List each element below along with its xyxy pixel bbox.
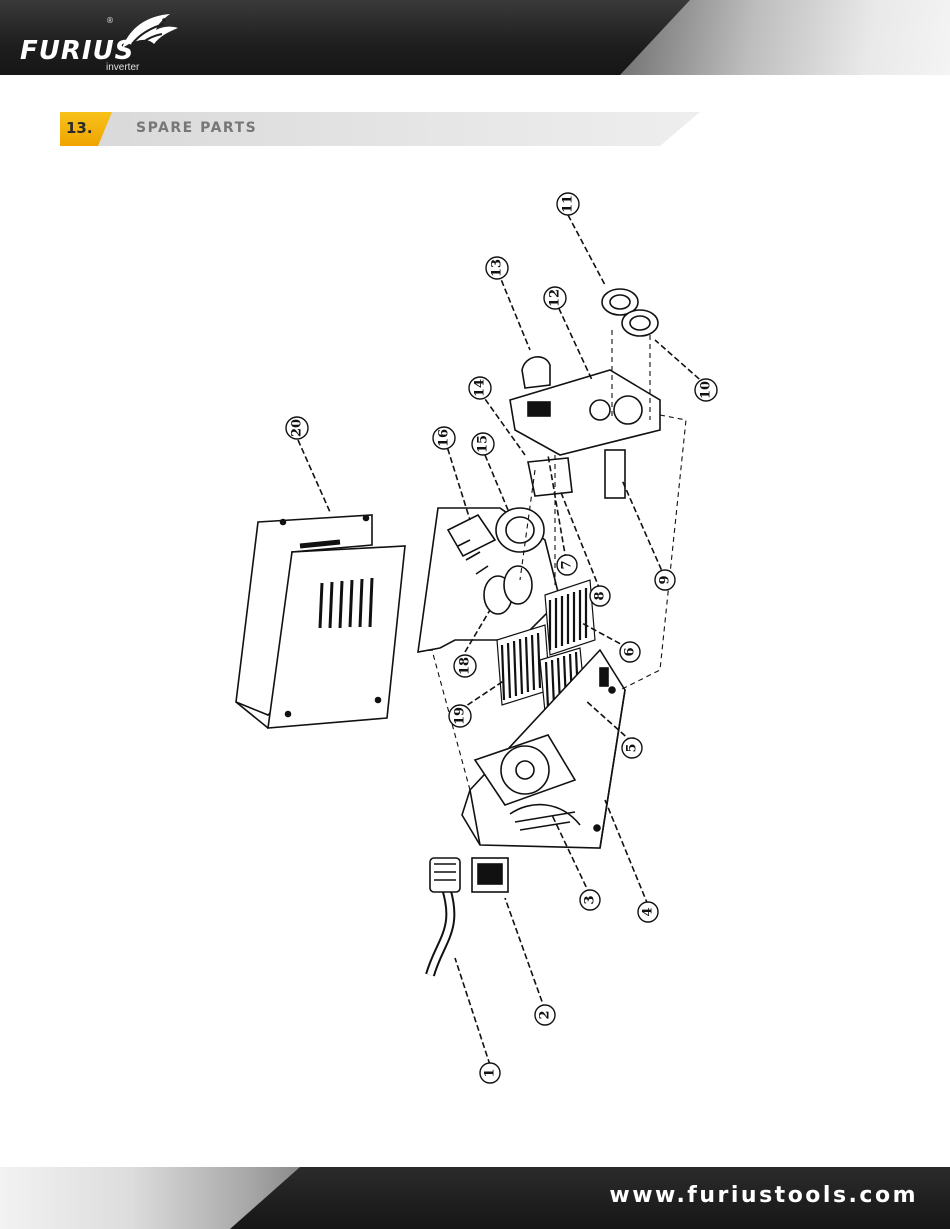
callout-12: 12	[544, 287, 566, 309]
cover-part	[236, 515, 405, 728]
callout-6: 6	[620, 642, 640, 662]
svg-text:4: 4	[641, 907, 656, 916]
callout-19: 19	[449, 705, 471, 727]
callout-16: 16	[433, 427, 455, 449]
callout-11: 11	[557, 193, 579, 215]
svg-text:9: 9	[658, 575, 673, 584]
footer-website: www.furiustools.com	[609, 1183, 918, 1208]
svg-text:15: 15	[476, 435, 491, 453]
callout-18: 18	[454, 655, 476, 677]
svg-text:1: 1	[483, 1068, 498, 1077]
callout-3: 3	[580, 890, 600, 910]
svg-text:7: 7	[560, 560, 575, 569]
callout-14: 14	[469, 377, 491, 399]
svg-text:10: 10	[699, 381, 714, 399]
svg-text:14: 14	[473, 379, 488, 397]
callout-10: 10	[695, 379, 717, 401]
callout-4: 4	[638, 902, 658, 922]
page-footer: www.furiustools.com	[0, 1167, 950, 1229]
svg-text:5: 5	[625, 743, 640, 752]
svg-text:18: 18	[458, 657, 473, 675]
svg-text:3: 3	[583, 895, 598, 904]
svg-text:11: 11	[561, 195, 576, 213]
cable-and-switch-parts	[430, 858, 508, 975]
callout-13: 13	[486, 257, 508, 279]
svg-text:12: 12	[548, 289, 563, 307]
callout-7: 7	[557, 555, 577, 575]
spare-parts-diagram: 1 2 3 4 5 6 7 8 9 10 11 12 13 14 15 16 1…	[0, 0, 950, 1160]
callout-20: 20	[286, 417, 308, 439]
svg-text:8: 8	[593, 591, 608, 600]
svg-text:20: 20	[290, 419, 305, 437]
callout-9: 9	[655, 570, 675, 590]
callout-2: 2	[535, 1005, 555, 1025]
callout-15: 15	[472, 433, 494, 455]
callout-8: 8	[590, 586, 610, 606]
callout-1: 1	[480, 1063, 500, 1083]
svg-text:6: 6	[623, 647, 638, 656]
callout-5: 5	[622, 738, 642, 758]
svg-text:16: 16	[437, 429, 452, 447]
front-panel-parts	[510, 289, 660, 498]
svg-text:13: 13	[490, 259, 505, 277]
svg-text:19: 19	[453, 707, 468, 725]
svg-text:2: 2	[538, 1010, 553, 1019]
